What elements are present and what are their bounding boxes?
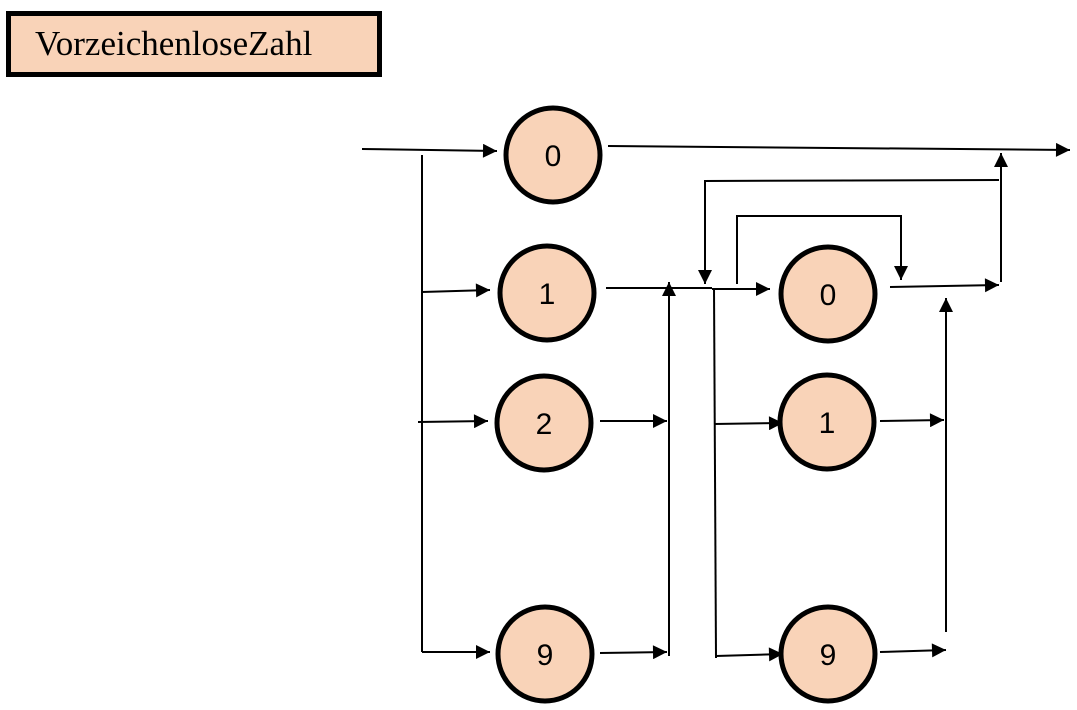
- node-label: 0: [545, 140, 562, 173]
- node-label: 9: [537, 639, 554, 672]
- out-loop-0: [889, 278, 1000, 293]
- node-label: 9: [820, 639, 837, 672]
- node-label: 1: [539, 278, 556, 311]
- branch-arrow-2: [417, 414, 489, 429]
- node-circle: [494, 373, 594, 473]
- node-first-2: 2: [494, 373, 594, 473]
- digit-nodes: 0 1 2 9 0 1 9: [494, 105, 878, 704]
- into-loop-9: [715, 647, 784, 662]
- node-label: 0: [820, 279, 837, 312]
- entry-arrow: [361, 143, 498, 158]
- node-first-0: 0: [503, 105, 603, 205]
- out-loop-1: [879, 413, 945, 428]
- node-loop-9: 9: [778, 604, 878, 704]
- node-first-9: 9: [495, 604, 595, 704]
- node-circle: [778, 604, 878, 704]
- inner-loop: [736, 215, 908, 284]
- diagram-title-box: VorzeichenloseZahl: [6, 11, 382, 77]
- node-label: 1: [819, 407, 836, 440]
- loop-left-rail: [713, 287, 717, 659]
- connector-lines: [361, 142, 1071, 662]
- out-9-arrow: [599, 645, 668, 660]
- node-first-1: 1: [497, 243, 597, 343]
- node-circle: [503, 105, 603, 205]
- diagram-title: VorzeichenloseZahl: [35, 24, 313, 63]
- node-circle: [777, 372, 877, 472]
- into-loop-1: [713, 416, 784, 431]
- branch-arrow-1: [421, 283, 491, 298]
- node-loop-0: 0: [778, 244, 878, 344]
- node-label: 2: [536, 408, 553, 441]
- node-circle: [778, 244, 878, 344]
- exit-arrow-top: [607, 142, 1071, 157]
- out-loop-9: [879, 643, 947, 658]
- node-circle: [497, 243, 597, 343]
- node-circle: [495, 604, 595, 704]
- node-loop-1: 1: [777, 372, 877, 472]
- outer-loop: [698, 179, 1000, 284]
